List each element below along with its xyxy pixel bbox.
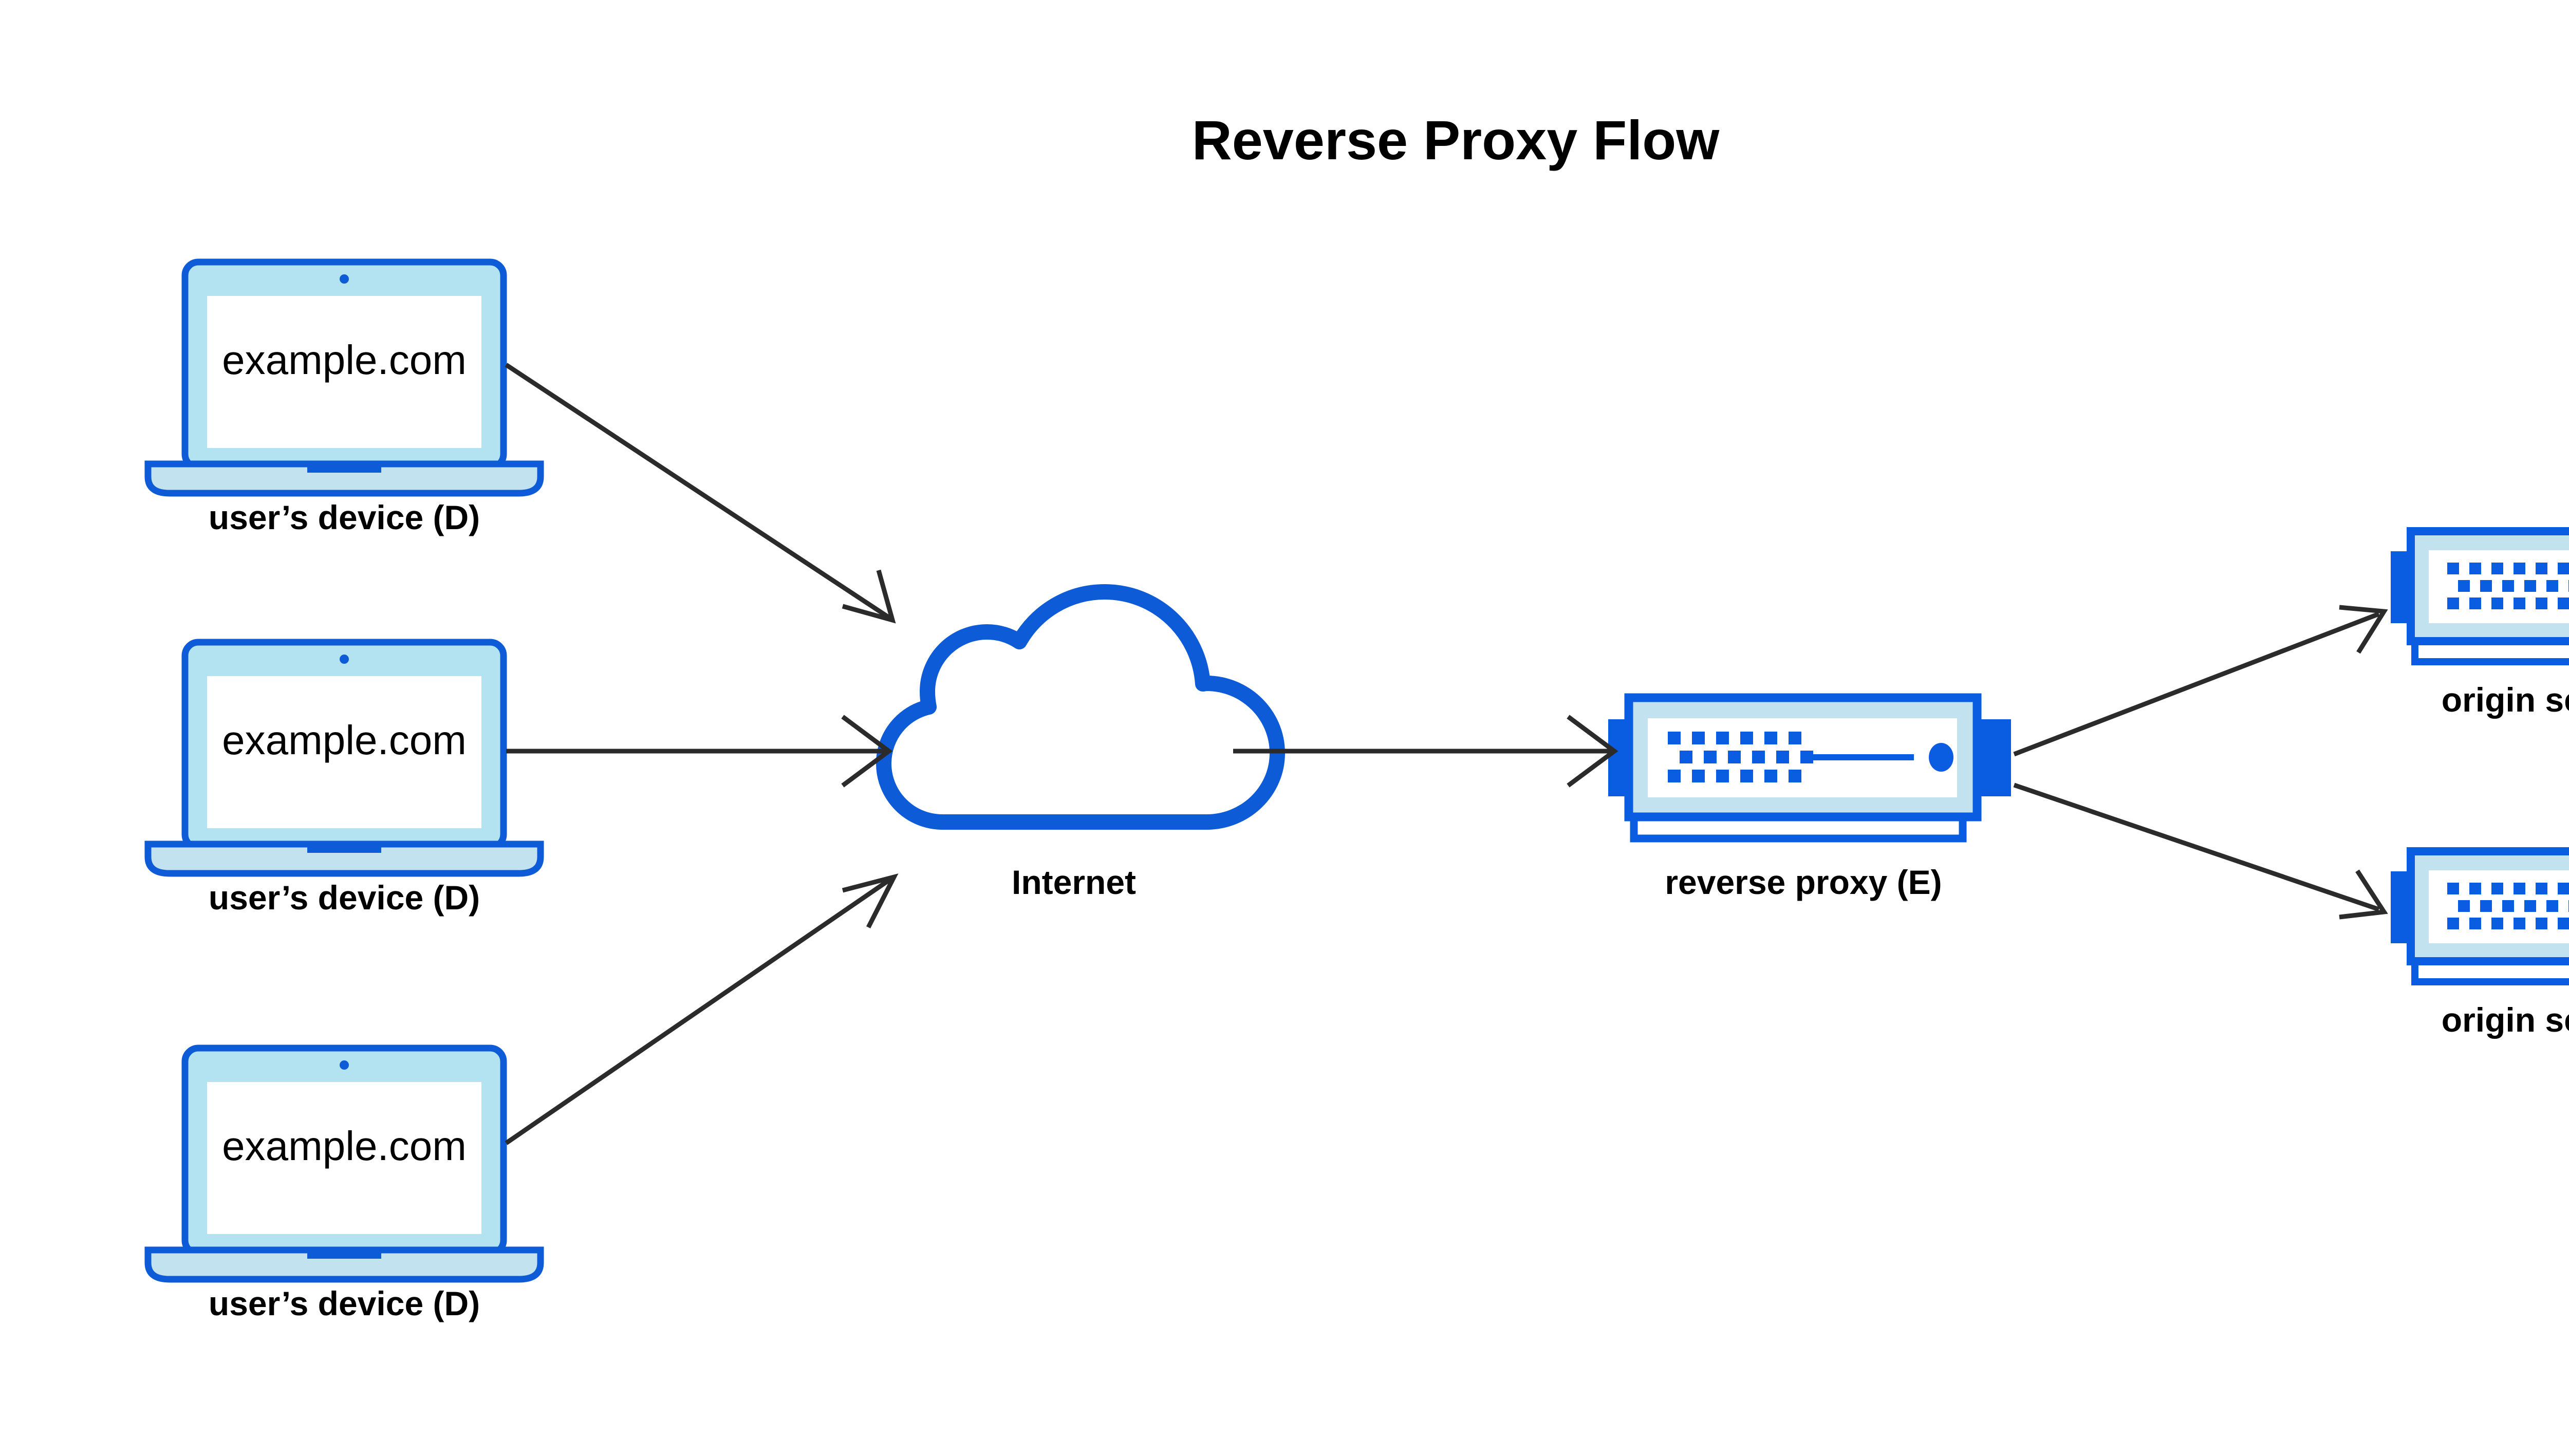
laptop-notch: [307, 844, 381, 853]
page-title: Reverse Proxy Flow: [1192, 109, 1720, 171]
laptop-camera-icon: [340, 655, 349, 664]
laptop-screen-text: example.com: [222, 337, 467, 383]
laptop-camera-icon: [340, 274, 349, 284]
server-face: [2429, 870, 2569, 943]
cloud-shape: [876, 584, 1285, 830]
server-vent-grid: [1668, 732, 1813, 782]
laptop-screen: [207, 1082, 481, 1234]
server-right-tab: [1979, 719, 2011, 796]
server-led-icon: [1929, 743, 1953, 772]
device-node-2[interactable]: example.com user’s device (D): [144, 639, 544, 917]
origin-server-label-1: origin server (F): [2442, 681, 2569, 719]
edge-proxy-origin1: [2013, 605, 2388, 757]
laptop-icon: example.com: [144, 1044, 544, 1283]
cloud-icon: [876, 584, 1285, 830]
server-icon: [2391, 847, 2569, 985]
edge-device2-internet: [506, 715, 893, 788]
device-node-3[interactable]: example.com user’s device (D): [144, 1044, 544, 1322]
laptop-icon: example.com: [144, 258, 544, 497]
laptop-icon: example.com: [144, 639, 544, 877]
origin-server-node-2[interactable]: origin server (F): [2391, 847, 2569, 1039]
server-face: [2429, 550, 2569, 623]
edge-internet-proxy: [1233, 715, 1618, 788]
internet-label: Internet: [1012, 863, 1136, 901]
server-vent-grid: [2447, 563, 2569, 609]
device-label-1: user’s device (D): [209, 498, 480, 536]
laptop-notch: [307, 1250, 381, 1259]
server-icon: [2391, 527, 2569, 665]
origin-server-label-2: origin server (F): [2442, 1001, 2569, 1039]
laptop-base: [144, 460, 544, 497]
server-icon: [1608, 693, 2011, 843]
origin-server-node-1[interactable]: origin server (F): [2391, 527, 2569, 719]
laptop-camera-icon: [340, 1060, 349, 1070]
device-node-1[interactable]: example.com user’s device (D): [144, 258, 544, 536]
laptop-base: [144, 1246, 544, 1283]
laptop-screen: [207, 676, 481, 828]
internet-node[interactable]: Internet: [876, 584, 1285, 901]
device-label-3: user’s device (D): [209, 1284, 480, 1322]
laptop-screen-text: example.com: [222, 717, 467, 763]
laptop-notch: [307, 464, 381, 473]
reverse-proxy-label: reverse proxy (E): [1665, 863, 1942, 901]
device-label-2: user’s device (D): [209, 879, 480, 917]
server-status-bar: [1811, 754, 1914, 760]
edge-device3-internet: [505, 873, 899, 1145]
edge-device1-internet: [505, 363, 896, 624]
laptop-screen-text: example.com: [222, 1123, 467, 1169]
server-vent-grid: [2447, 883, 2569, 929]
edge-proxy-origin2: [2013, 782, 2388, 920]
laptop-screen: [207, 296, 481, 448]
reverse-proxy-node[interactable]: reverse proxy (E): [1608, 693, 2011, 901]
laptop-base: [144, 841, 544, 877]
